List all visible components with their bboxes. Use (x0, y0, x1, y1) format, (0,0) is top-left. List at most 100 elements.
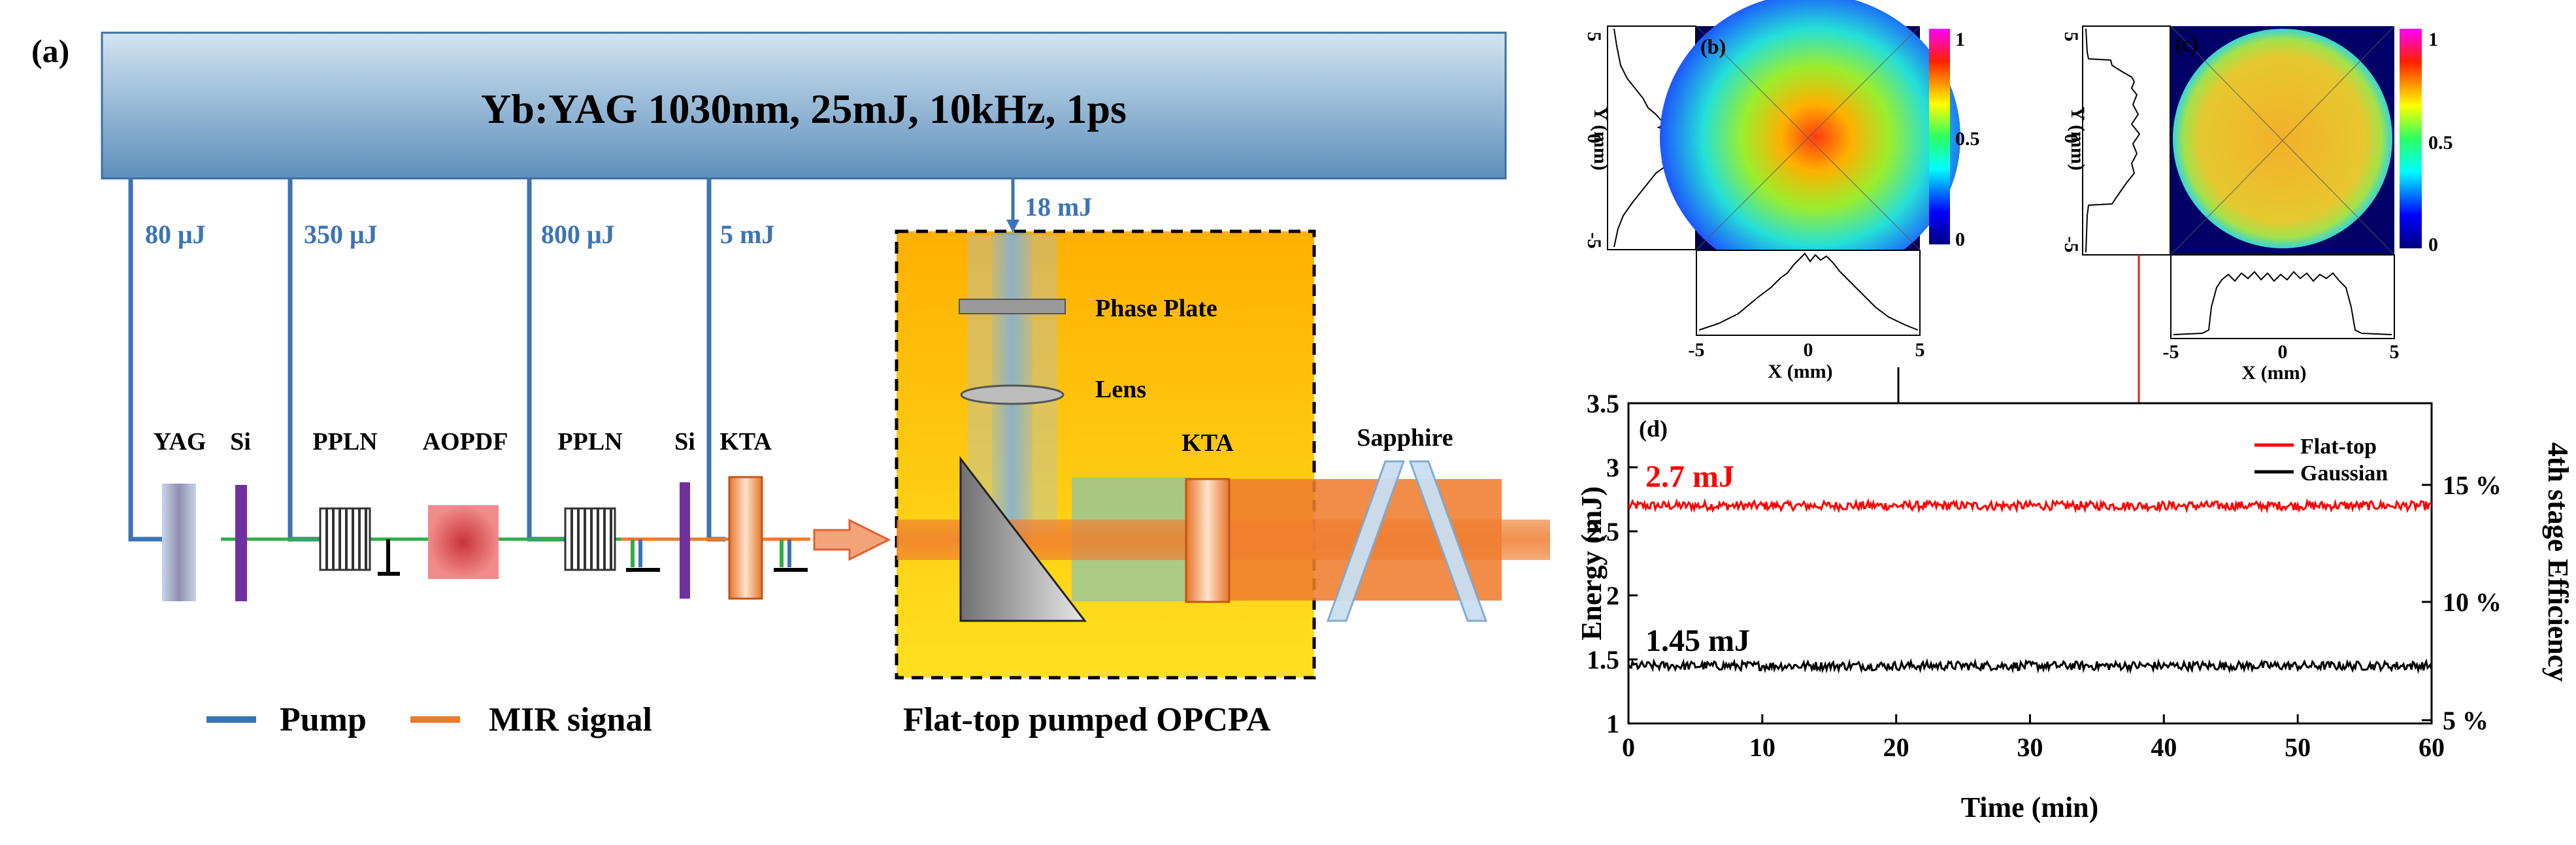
sapphire-plate-1 (1326, 460, 1406, 622)
panel-c-cbar-tick-05: 0.5 (2428, 132, 2453, 154)
annotation-gaussian: 1.45 mJ (1645, 623, 1750, 658)
y-tick-2: 2 (1606, 581, 1619, 610)
pump-tap-1: 80 μJ (145, 220, 206, 249)
panel-b-x-profile-frame (1696, 250, 1921, 336)
y2-axis-label-text: 4th stage Efficiency (2542, 442, 2574, 682)
panel-b-cbar-tick-1: 1 (1955, 29, 1965, 50)
legend-pump-label: Pump (280, 701, 367, 738)
panel-b-diagonal-2 (1696, 25, 1921, 250)
aopdf-label: AOPDF (423, 428, 508, 456)
phase-plate (959, 299, 1066, 314)
panel-c-y-label: Y (mm) (2067, 107, 2089, 171)
y-tick-1-5: 1.5 (1587, 645, 1619, 674)
panel-b: Y (mm) 5 0 -5 (b) 1 0.5 0 -5 0 5 X (mm) (1583, 0, 1980, 382)
panel-d-label: (d) (1639, 416, 1668, 442)
kta-label-1: KTA (719, 428, 772, 456)
signal-arrow (813, 518, 891, 561)
panel-c-x-profile (2173, 271, 2392, 335)
series-flat-top-line (1628, 497, 2432, 514)
beam-dump-1 (378, 539, 400, 576)
si-label-1: Si (230, 428, 251, 456)
sapphire-plate-2 (1408, 460, 1488, 622)
y2-tick-5: 5 % (2443, 706, 2488, 735)
panel-c-x-tick-left: -5 (2163, 341, 2179, 363)
axis-ticks (1627, 402, 2433, 725)
panel-c: Y (mm) 5 0 -5 (c) 1 0.5 0 -5 0 5 X (mm) (2060, 25, 2453, 384)
aopdf (428, 505, 499, 579)
panel-b-colorbar (1929, 29, 1950, 244)
lens-label: Lens (1095, 376, 1146, 403)
panel-b-x-profile (1698, 252, 1919, 331)
main-pump-arrow (1006, 220, 1019, 233)
prism-mirror (959, 456, 1087, 622)
yag-label: YAG (154, 428, 206, 456)
kta-crystal-2 (1185, 478, 1230, 603)
panel-b-x-label: X (mm) (1768, 361, 1832, 382)
laser-title: Yb:YAG 1030nm, 25mJ, 10kHz, 1ps (481, 86, 1127, 132)
panel-b-y-label: Y (mm) (1590, 107, 1611, 171)
x-axis-label: Time (min) (1961, 791, 2099, 823)
legend-gaussian-label: Gaussian (2300, 461, 2388, 486)
phase-plate-label: Phase Plate (1095, 295, 1217, 322)
series-gaussian-line (1628, 657, 2432, 674)
opcpa-box-label: Flat-top pumped OPCPA (903, 701, 1271, 738)
si-label-2: Si (674, 428, 695, 456)
y-tick-1: 1 (1606, 709, 1619, 738)
kta-label-2: KTA (1181, 429, 1234, 457)
y-tick-3: 3 (1606, 453, 1619, 482)
x-tick-0: 0 (1622, 733, 1635, 762)
panel-c-cbar-tick-0: 0 (2428, 234, 2438, 256)
panel-c-label: (c) (2175, 32, 2198, 56)
x-tick-10: 10 (1749, 733, 1775, 762)
x-tick-30: 30 (2017, 733, 2043, 762)
sapphire-label: Sapphire (1357, 424, 1453, 452)
panel-c-x-label: X (mm) (2241, 362, 2306, 384)
panel-c-y-tick-bottom: -5 (2060, 237, 2082, 253)
pump-tap-2: 350 μJ (304, 220, 378, 249)
x-tick-labels: 0 10 20 30 40 50 60 (1622, 733, 2445, 762)
panel-b-y-tick-top: 5 (1583, 32, 1605, 42)
panel-c-colorbar (2400, 29, 2422, 248)
panel-c-diagonal-2 (2170, 25, 2395, 256)
panel-c-x-tick-right: 5 (2390, 341, 2400, 363)
annotation-flat-top: 2.7 mJ (1645, 459, 1734, 494)
ppln-crystal-2 (564, 507, 616, 571)
pump-tap-4: 5 mJ (720, 220, 774, 249)
y-axis-label: Energy (mJ) (1576, 486, 1608, 640)
si-plate-2 (680, 482, 690, 599)
x-tick-20: 20 (1883, 733, 1909, 762)
pump-lines (128, 178, 725, 542)
legend-flat-top-label: Flat-top (2300, 435, 2377, 459)
ppln-crystal-1 (319, 507, 371, 571)
panel-a-label: (a) (31, 33, 69, 69)
panel-c-cbar-tick-1: 1 (2428, 29, 2438, 50)
panel-b-x-tick-mid: 0 (1804, 339, 1813, 361)
y-tick-3-5: 3.5 (1587, 389, 1619, 418)
y2-tick-labels: 5 % 10 % 15 % (2443, 471, 2502, 735)
yag-crystal (162, 484, 196, 601)
x-tick-50: 50 (2285, 733, 2311, 762)
lens (960, 384, 1065, 405)
panel-b-label: (b) (1700, 35, 1726, 58)
x-tick-40: 40 (2151, 733, 2177, 762)
si-plate-1 (235, 485, 247, 601)
beam-dump-2 (626, 539, 660, 572)
laser-box (101, 31, 1507, 180)
pump-beam-expanded (967, 235, 1057, 533)
panel-c-y-profile (2085, 28, 2141, 253)
panel-c-y-tick-mid: 0 (2060, 134, 2082, 144)
panel-c-y-profile-frame (2082, 25, 2171, 256)
panel-c-y-tick-top: 5 (2060, 32, 2082, 42)
y2-axis-label: 4th stage Efficiency (2542, 442, 2574, 682)
main-pump-label: 18 mJ (1025, 192, 1092, 222)
pump-energy-labels: 80 μJ 350 μJ 800 μJ 5 mJ (145, 220, 774, 249)
y-tick-2-5: 2.5 (1587, 517, 1619, 546)
panel-c-x-tick-mid: 0 (2278, 341, 2288, 363)
panel-b-x-tick-left: -5 (1689, 339, 1705, 361)
panel-b-x-tick-right: 5 (1915, 339, 1925, 361)
panel-d-chart: 0 10 20 30 40 50 60 1 1.5 2 2.5 3 3.5 5 … (1576, 389, 2574, 823)
ppln-label-1: PPLN (312, 428, 377, 456)
panel-b-y-tick-mid: 0 (1583, 134, 1605, 144)
panel-b-cbar-tick-0: 0 (1955, 229, 1965, 250)
